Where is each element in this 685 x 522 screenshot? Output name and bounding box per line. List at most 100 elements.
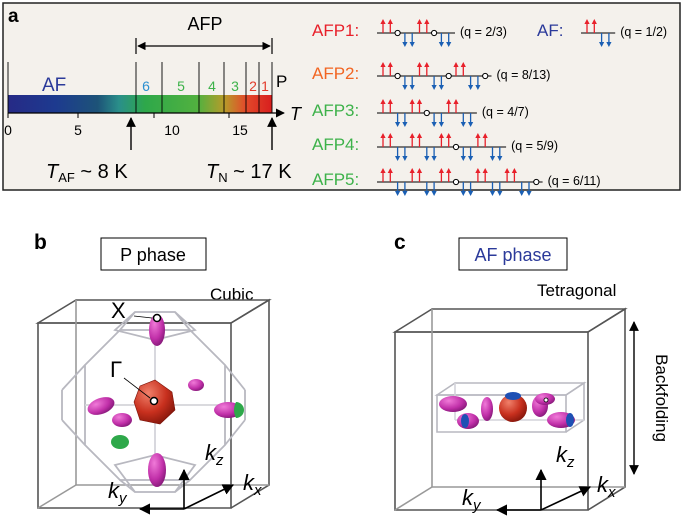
- panel-a-label: a: [8, 6, 19, 27]
- spin-up-head: [511, 168, 517, 173]
- label-x-point: X: [111, 298, 126, 323]
- spin-up-head: [387, 133, 393, 138]
- spin-down-head: [402, 122, 408, 127]
- spin-up-head: [380, 99, 386, 104]
- phase-label-af: AF: [42, 75, 66, 96]
- spin-down-head: [526, 191, 532, 196]
- spin-up-head: [416, 133, 423, 138]
- tn-label: TN ~ 17 K: [206, 161, 292, 185]
- spin-sequences: AFP1:(q = 2/3)AF:(q = 1/2)AFP2:(q = 8/13…: [312, 19, 667, 196]
- spin-up-head: [416, 62, 423, 67]
- zero-moment-site: [482, 72, 489, 80]
- spin-up-head: [504, 168, 510, 173]
- temperature-bar: [8, 95, 272, 113]
- spin-up-head: [424, 62, 430, 67]
- spin-up-head: [387, 19, 393, 24]
- spin-up-head: [438, 168, 444, 173]
- zero-moment-site: [533, 178, 540, 186]
- sequence-name: AFP3:: [312, 101, 359, 120]
- sequence-q: (q = 1/2): [620, 25, 667, 39]
- spin-up-head: [446, 99, 452, 104]
- spin-down-head: [460, 191, 466, 196]
- sequence-q: (q = 6/11): [548, 174, 601, 188]
- panel-c: c AF phase Tetragonal: [392, 231, 671, 516]
- spin-down-head: [402, 156, 408, 161]
- panel-b: b P phase Cubic: [34, 231, 272, 515]
- spin-up-head: [409, 168, 415, 173]
- spin-up-head: [591, 19, 597, 24]
- zero-moment-site: [431, 29, 438, 37]
- panel-c-label: c: [394, 231, 406, 254]
- spin-up-head: [380, 133, 386, 138]
- region-number-1: 1: [261, 78, 269, 94]
- spin-up-head: [453, 62, 459, 67]
- spin-up-head: [409, 133, 415, 138]
- x-pointer: [133, 315, 153, 319]
- spin-down-head: [497, 156, 503, 161]
- fermi-pockets-p: [87, 313, 244, 487]
- spin-up-head: [416, 168, 423, 173]
- x-point-marker: [152, 313, 162, 323]
- spin-up-head: [380, 62, 386, 67]
- sequence-q: (q = 5/9): [511, 139, 558, 153]
- tick-0: 0: [4, 122, 12, 138]
- sequence-name: AF:: [537, 21, 563, 40]
- sequence-row-0: AFP1:(q = 2/3): [312, 19, 507, 47]
- phase-boundaries: [7, 62, 273, 113]
- spin-up-head: [438, 133, 444, 138]
- pocket-back-left: [112, 413, 132, 427]
- spin-down-head: [468, 191, 474, 196]
- tick-10: 10: [164, 122, 180, 138]
- spin-down-head: [475, 85, 481, 90]
- spin-down-head: [395, 122, 401, 127]
- spin-down-head: [468, 85, 474, 90]
- axis-ticks: [7, 113, 230, 118]
- zero-moment-site: [452, 178, 460, 186]
- sequence-row-1: AF: (q = 1/2): [537, 19, 667, 47]
- zero-moment-site: [423, 109, 430, 117]
- spin-down-head: [468, 122, 474, 127]
- pocket-left: [87, 397, 115, 415]
- zero-moment-site: [394, 29, 401, 37]
- taf-label: TAF ~ 8 K: [46, 161, 128, 185]
- spin-up-head: [424, 19, 430, 24]
- spin-down-head: [424, 191, 430, 196]
- spin-up-head: [409, 99, 415, 104]
- label-gamma-point: Γ: [110, 357, 122, 382]
- spin-up-head: [475, 168, 481, 173]
- fermi-pockets-af: [439, 392, 575, 429]
- region-number-2: 2: [249, 78, 257, 94]
- sequence-row-3: AFP3:(q = 4/7): [312, 99, 529, 127]
- p-phase-title: P phase: [120, 245, 186, 265]
- tick-5: 5: [74, 122, 82, 138]
- spin-up-head: [460, 62, 466, 67]
- sequence-q: (q = 2/3): [460, 25, 507, 39]
- region-number-5: 5: [177, 78, 185, 94]
- spin-down-head: [606, 42, 612, 47]
- spin-down-head: [446, 42, 452, 47]
- sequence-name: AFP5:: [312, 170, 359, 189]
- afp-title: AFP: [187, 14, 222, 34]
- spin-down-head: [468, 156, 474, 161]
- spin-up-head: [387, 99, 393, 104]
- kx-label-c: kx: [597, 472, 616, 501]
- sequence-row-4: AFP4:(q = 5/9): [312, 133, 558, 161]
- spin-down-head: [431, 156, 437, 161]
- spin-down-head: [438, 85, 444, 90]
- spin-down-head: [599, 42, 605, 47]
- pocket-right-green-cap: [234, 402, 244, 418]
- gamma-pointer: [123, 377, 151, 399]
- spin-down-head: [402, 85, 408, 90]
- gamma-point-marker: [149, 396, 159, 406]
- pocket-front-green: [111, 435, 129, 449]
- kz-label-b: kz: [205, 440, 224, 469]
- spin-up-head: [475, 133, 481, 138]
- sequence-q: (q = 8/13): [497, 68, 551, 82]
- pocket-top: [149, 314, 165, 346]
- tick-15: 15: [232, 122, 248, 138]
- spin-up-head: [380, 168, 386, 173]
- spin-down-head: [424, 156, 430, 161]
- spin-down-head: [409, 42, 415, 47]
- spin-up-head: [453, 99, 459, 104]
